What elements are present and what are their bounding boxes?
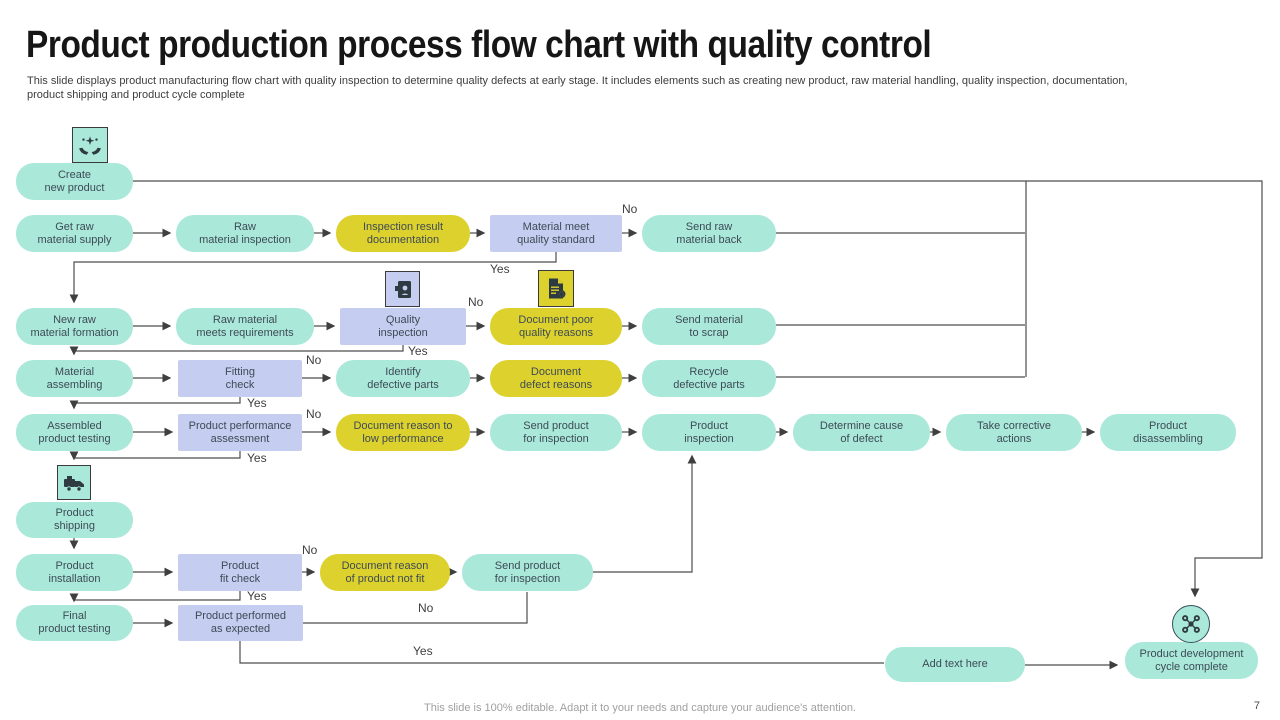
- node-quality-inspection[interactable]: Quality inspection: [340, 308, 466, 345]
- node-document-reason-of-product-not-fit[interactable]: Document reason of product not fit: [320, 554, 450, 591]
- decision-label-yes-material-meet: Yes: [490, 262, 510, 276]
- node-new-raw-material-formation[interactable]: New raw material formation: [16, 308, 133, 345]
- node-identify-defective-parts[interactable]: Identify defective parts: [336, 360, 470, 397]
- page-subtitle: This slide displays product manufacturin…: [27, 75, 1128, 101]
- node-send-raw-material-back[interactable]: Send raw material back: [642, 215, 776, 252]
- node-final-product-testing[interactable]: Final product testing: [16, 605, 133, 641]
- page-number: 7: [1253, 700, 1260, 712]
- node-product-performance-assessment[interactable]: Product performance assessment: [178, 414, 302, 451]
- node-assembled-product-testing[interactable]: Assembled product testing: [16, 414, 133, 451]
- editable-note: This slide is 100% editable. Adapt it to…: [424, 702, 856, 714]
- node-product-shipping[interactable]: Product shipping: [16, 502, 133, 538]
- decision-label-no-performance-assessment: No: [306, 407, 322, 421]
- node-product-inspection[interactable]: Product inspection: [642, 414, 776, 451]
- decision-label-yes-product-fit-check: Yes: [247, 589, 267, 603]
- node-product-installation[interactable]: Product installation: [16, 554, 133, 591]
- node-document-reason-to-low-performance[interactable]: Document reason to low performance: [336, 414, 470, 451]
- node-recycle-defective-parts[interactable]: Recycle defective parts: [642, 360, 776, 397]
- node-take-corrective-actions[interactable]: Take corrective actions: [946, 414, 1082, 451]
- node-raw-material-inspection[interactable]: Raw material inspection: [176, 215, 314, 252]
- node-product-disassembling[interactable]: Product disassembling: [1100, 414, 1236, 451]
- node-fitting-check[interactable]: Fitting check: [178, 360, 302, 397]
- hands-icon: [72, 127, 108, 163]
- decision-label-no-material-meet: No: [622, 202, 638, 216]
- decision-label-no-quality-inspection: No: [468, 295, 484, 309]
- decision-label-no-product-fit-check: No: [302, 543, 318, 557]
- decision-label-yes-fitting-check: Yes: [247, 396, 267, 410]
- node-raw-material-meets-requirements[interactable]: Raw material meets requirements: [176, 308, 314, 345]
- decision-label-no-performed-as-expected: No: [418, 601, 434, 615]
- node-inspection-result-documentation[interactable]: Inspection result documentation: [336, 215, 470, 252]
- node-material-assembling[interactable]: Material assembling: [16, 360, 133, 397]
- drone-cycle-icon: [1172, 605, 1210, 643]
- page-title: Product production process flow chart wi…: [26, 24, 932, 66]
- decision-label-yes-performance-assessment: Yes: [247, 451, 267, 465]
- decision-label-no-fitting-check: No: [306, 353, 322, 367]
- node-get-raw-material-supply[interactable]: Get raw material supply: [16, 215, 133, 252]
- decision-label-yes-performed-as-expected: Yes: [413, 644, 433, 658]
- decision-label-yes-quality-inspection: Yes: [408, 344, 428, 358]
- node-product-fit-check[interactable]: Product fit check: [178, 554, 302, 591]
- truck-icon: [57, 465, 91, 500]
- node-document-defect-reasons[interactable]: Document defect reasons: [490, 360, 622, 397]
- node-send-product-for-inspection-1[interactable]: Send product for inspection: [490, 414, 622, 451]
- node-product-performed-as-expected[interactable]: Product performed as expected: [178, 605, 303, 641]
- inspection-badge-icon: [385, 271, 420, 307]
- node-product-development-cycle-complete[interactable]: Product development cycle complete: [1125, 642, 1258, 679]
- node-material-meet-quality-standard[interactable]: Material meet quality standard: [490, 215, 622, 252]
- node-add-text-here[interactable]: Add text here: [885, 647, 1025, 682]
- node-determine-cause-of-defect[interactable]: Determine cause of defect: [793, 414, 930, 451]
- node-send-material-to-scrap[interactable]: Send material to scrap: [642, 308, 776, 345]
- node-send-product-for-inspection-2[interactable]: Send product for inspection: [462, 554, 593, 591]
- node-create-new-product[interactable]: Create new product: [16, 163, 133, 200]
- document-gear-icon: [538, 270, 574, 307]
- node-document-poor-quality-reasons[interactable]: Document poor quality reasons: [490, 308, 622, 345]
